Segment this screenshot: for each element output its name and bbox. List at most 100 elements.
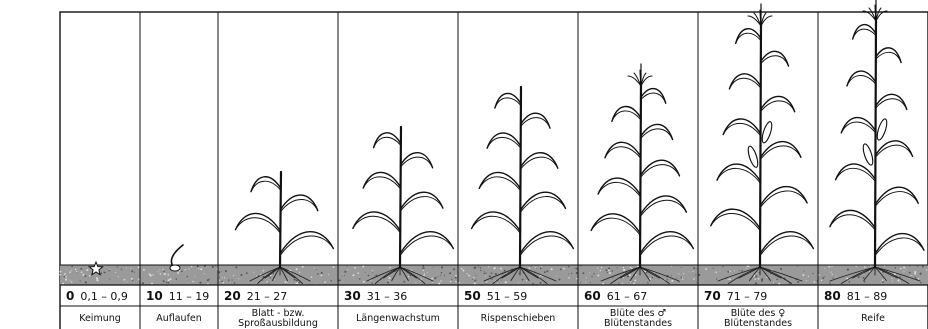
soil-grain	[922, 266, 924, 268]
soil-grain	[909, 266, 910, 267]
soil-grain	[438, 283, 440, 285]
stage-code-0: 00,1 – 0,9	[66, 289, 128, 303]
stage-code-main: 50	[464, 289, 481, 303]
leaf	[521, 232, 574, 253]
soil-grain	[238, 278, 239, 279]
soil-grain	[676, 278, 677, 279]
soil-grain	[486, 281, 488, 283]
soil-grain	[476, 275, 477, 276]
soil-grain	[163, 271, 164, 272]
soil-grain	[167, 282, 169, 284]
soil-grain	[189, 281, 190, 282]
soil-grain	[109, 269, 110, 270]
soil-grain	[463, 270, 465, 272]
soil-grain	[574, 268, 575, 269]
leaf	[641, 232, 694, 253]
soil-grain	[159, 270, 160, 271]
leaf-edge	[472, 216, 521, 233]
soil-grain	[797, 281, 799, 283]
soil-grain	[627, 275, 629, 277]
soil-grain	[633, 281, 634, 282]
stage-code-row: 00,1 – 0,91011 – 192021 – 273031 – 36505…	[66, 289, 887, 303]
soil-grain	[432, 282, 433, 283]
soil-grain	[240, 274, 242, 276]
soil-grain	[440, 280, 441, 281]
soil-grain	[157, 271, 158, 272]
soil-grain	[194, 276, 195, 277]
soil-grain	[683, 273, 684, 274]
soil-grain	[589, 272, 590, 273]
soil-grain	[540, 267, 542, 269]
soil-grain	[160, 273, 162, 275]
soil-grain	[403, 281, 405, 283]
soil-grain	[612, 277, 613, 278]
soil-grain	[348, 269, 349, 270]
soil-grain	[274, 279, 275, 280]
soil-grain	[635, 274, 637, 276]
soil-grain	[863, 277, 865, 279]
soil-grain	[715, 271, 717, 273]
soil-grain	[671, 280, 673, 282]
soil-grain	[89, 275, 91, 277]
soil-grain	[858, 276, 860, 278]
stem	[400, 127, 401, 267]
soil-grain	[354, 267, 356, 269]
soil-grain	[678, 273, 679, 274]
stage-code-80: 8081 – 89	[824, 289, 887, 303]
soil-grain	[571, 273, 572, 274]
soil-grain	[427, 272, 428, 273]
soil-grain	[75, 269, 77, 271]
soil-grain	[85, 275, 87, 277]
soil-grain	[803, 271, 804, 272]
soil-grain	[504, 270, 506, 272]
soil-grain	[729, 278, 731, 280]
soil-grain	[266, 281, 267, 282]
soil-grain	[705, 268, 707, 270]
soil-grain	[600, 270, 601, 271]
soil-grain	[617, 267, 618, 268]
soil-grain	[298, 282, 300, 284]
soil-grain	[115, 272, 116, 273]
leaf	[591, 214, 640, 234]
soil-grain	[467, 273, 468, 274]
soil-grain	[441, 272, 443, 274]
soil-grain	[388, 280, 389, 281]
soil-grain	[444, 275, 445, 276]
soil-grain	[175, 278, 177, 280]
soil-grain	[363, 281, 365, 283]
soil-grain	[187, 276, 189, 278]
soil-grain	[352, 274, 354, 276]
soil-grain	[59, 274, 60, 275]
soil-grain	[495, 273, 497, 275]
soil-grain	[347, 266, 348, 267]
soil-grain	[563, 268, 564, 269]
soil-grain	[899, 276, 900, 277]
stage-code-30: 3031 – 36	[344, 289, 407, 303]
soil-grain	[372, 272, 373, 273]
soil-grain	[568, 273, 569, 274]
soil-grain	[358, 272, 360, 274]
soil-grain	[619, 284, 620, 285]
soil-grain	[64, 274, 65, 275]
soil-grain	[270, 277, 271, 278]
leaf	[374, 133, 401, 148]
soil-grain	[424, 273, 425, 274]
stage-code-range: 0,1 – 0,9	[80, 290, 127, 303]
soil-grain	[541, 266, 542, 267]
soil-grain	[316, 269, 317, 270]
soil-grain	[212, 266, 214, 268]
soil-grain	[359, 278, 361, 280]
soil-grain	[532, 283, 534, 285]
leaf	[761, 187, 808, 206]
soil-grain	[633, 282, 635, 284]
soil-grain	[824, 268, 825, 269]
soil-grain	[206, 266, 207, 267]
soil-grain	[831, 266, 832, 267]
soil-grain	[71, 281, 73, 283]
soil-grain	[66, 269, 67, 270]
soil-grain	[528, 267, 530, 269]
soil-grain	[590, 282, 591, 283]
soil-grain	[232, 280, 233, 281]
soil-grain	[917, 266, 918, 267]
leaf	[521, 192, 566, 210]
